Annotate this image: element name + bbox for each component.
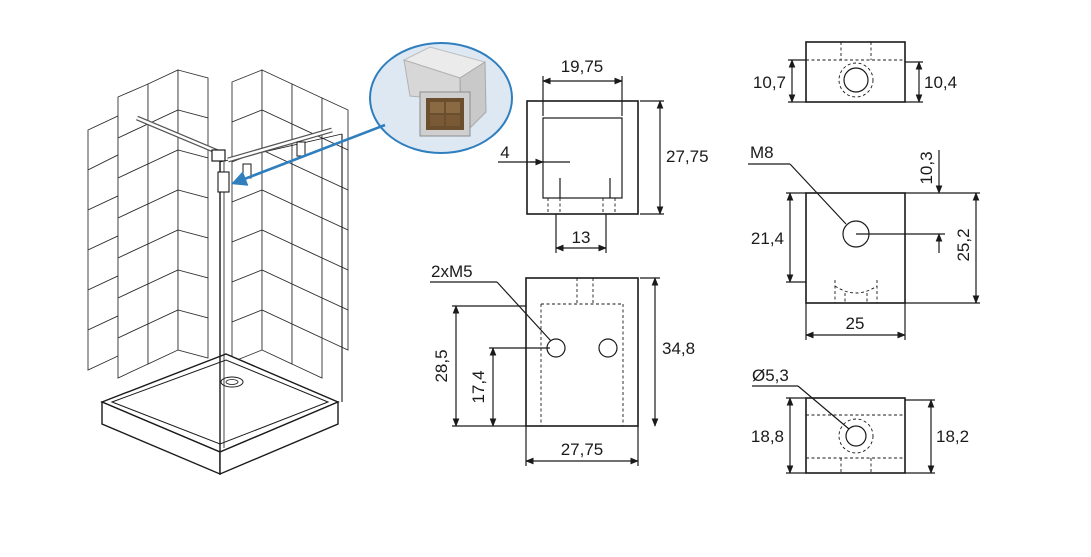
- square-glass-clamp-icon: [402, 46, 487, 138]
- shower-enclosure-illustration: [87, 42, 513, 476]
- label-bore: Ø5,3: [752, 366, 789, 385]
- product-callout: [231, 42, 513, 186]
- stabilizer-bars: [136, 115, 333, 193]
- side-view: 2xM5 28,5 17,4 34,8 27,75: [430, 262, 695, 466]
- dim-hole-height: 28,5: [432, 349, 451, 382]
- middle-view: M8 10,3 21,4 25,2 25: [748, 143, 980, 340]
- dim-side-width: 27,75: [561, 440, 604, 459]
- dim-mid-width: 25: [846, 314, 865, 333]
- label-holes: 2xM5: [431, 262, 473, 281]
- drain-icon: [220, 376, 244, 388]
- corner-clamp-icon: [211, 149, 226, 162]
- dim-mid-right: 25,2: [954, 228, 973, 261]
- dim-bottom-width: 13: [572, 228, 591, 247]
- dim-bottom-left: 18,8: [751, 427, 784, 446]
- callout-arrow: [231, 123, 386, 186]
- front-view: 19,75 4 27,75 13: [498, 57, 709, 253]
- right-wall-tiles: [231, 69, 349, 379]
- dim-lower-height: 17,4: [469, 370, 488, 403]
- hole-right-icon: [598, 338, 618, 358]
- bore-hole-icon: [845, 425, 867, 447]
- dim-offset: 4: [500, 143, 509, 162]
- dim-height: 27,75: [666, 147, 709, 166]
- dim-mid-left: 21,4: [751, 229, 784, 248]
- dim-top-left: 10,7: [753, 73, 786, 92]
- dim-top-width: 19,75: [561, 57, 604, 76]
- left-wall-tiles: [87, 69, 209, 379]
- bottom-view: Ø5,3 18,8 18,2: [751, 366, 969, 474]
- label-thread: M8: [750, 143, 774, 162]
- dim-side-height: 34,8: [662, 339, 695, 358]
- dim-top-right: 10,4: [924, 73, 957, 92]
- dim-bottom-right: 18,2: [936, 427, 969, 446]
- top-view: 10,7 10,4: [753, 41, 957, 103]
- dim-thread-offset: 10,3: [917, 151, 936, 184]
